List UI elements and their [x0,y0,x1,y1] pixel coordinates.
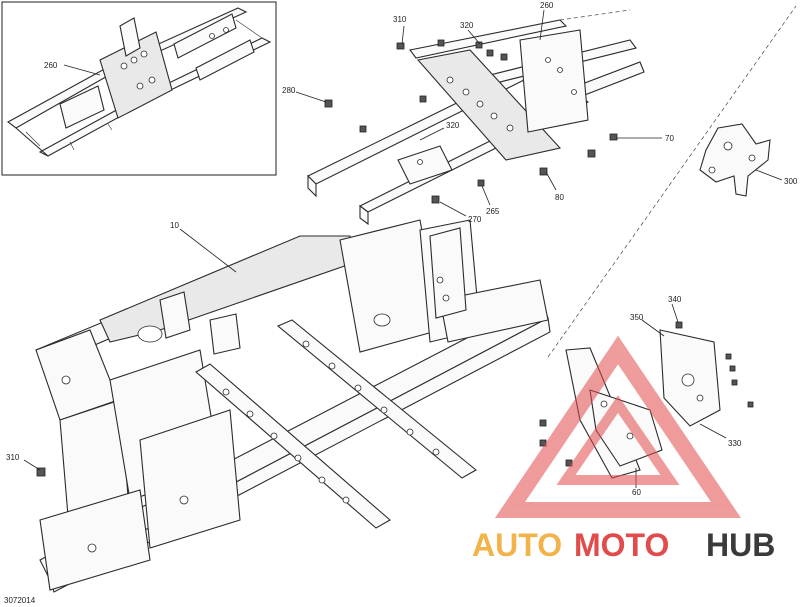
callout-260-inset: 260 [44,61,58,70]
callout-280: 280 [282,86,296,95]
callout-80: 80 [555,193,564,202]
watermark-moto: MOTO [574,527,669,563]
callout-265: 265 [486,207,500,216]
callout-320-top: 320 [460,21,474,30]
callout-labels: 10 60 70 80 260 265 270 280 300 310 310 … [6,1,798,497]
inset-subframe [6,7,272,157]
callout-270: 270 [468,215,482,224]
bracket-300 [699,123,771,197]
watermark-logo: AUTO MOTO HUB [472,335,775,563]
watermark-auto: AUTO [472,527,562,563]
callout-350: 350 [630,313,644,322]
main-frame [35,219,551,593]
callout-330: 330 [728,439,742,448]
inset-detail-box: 260 [1,1,277,176]
callout-310-top: 310 [393,15,407,24]
callout-310-left: 310 [6,453,20,462]
callout-70: 70 [665,134,674,143]
watermark-hub: HUB [706,527,775,563]
callout-260-main: 260 [540,1,554,10]
callout-320-mid: 320 [446,121,460,130]
callout-300: 300 [784,177,798,186]
callout-60: 60 [632,488,641,497]
watermark-triangle [494,335,742,518]
callout-340: 340 [668,295,682,304]
callout-10: 10 [170,221,179,230]
rear-subframe [307,19,645,226]
document-reference-number: 3072014 [4,596,36,605]
hardware-nuts [36,39,754,477]
